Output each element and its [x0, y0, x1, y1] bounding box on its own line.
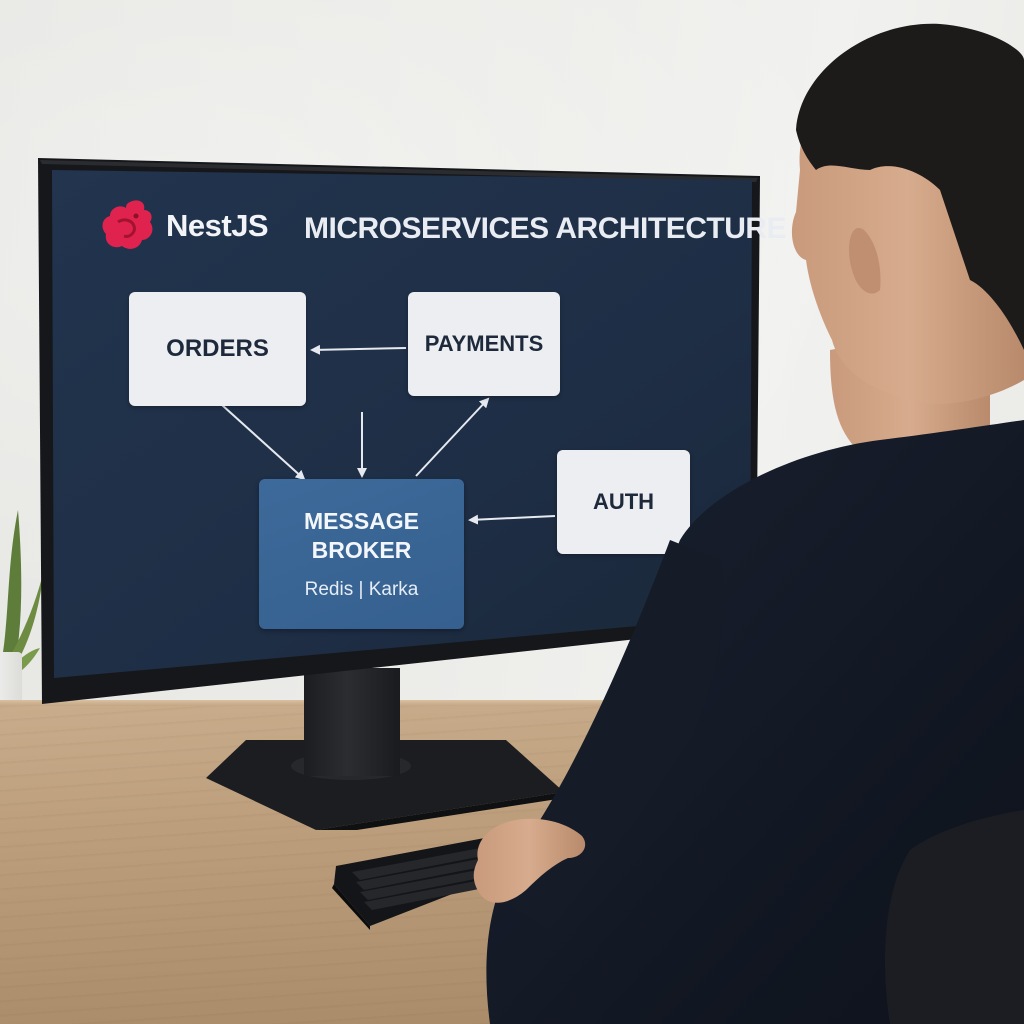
arrow-payments-to-orders [310, 344, 407, 355]
monitor-stand [304, 668, 400, 776]
service-payments: PAYMENTS [408, 292, 560, 396]
broker-subtitle: Redis | Karka [304, 579, 419, 600]
person [473, 23, 1024, 1024]
arrow-broker-to-payments [415, 397, 490, 477]
nestjs-logo-icon [102, 200, 153, 249]
broker-title: MESSAGE BROKER [303, 508, 420, 563]
diagram-title: MICROSERVICES ARCHITECTURE [304, 212, 787, 245]
arrow-auth-to-broker [468, 514, 556, 525]
message-broker: MESSAGE BROKER Redis | Karka [259, 479, 464, 629]
arrow-orders-to-broker [221, 404, 306, 481]
service-auth: AUTH [557, 450, 690, 554]
service-orders: ORDERS [129, 292, 306, 406]
brand-name: NestJS [166, 208, 269, 243]
desk-edge [0, 700, 1024, 706]
